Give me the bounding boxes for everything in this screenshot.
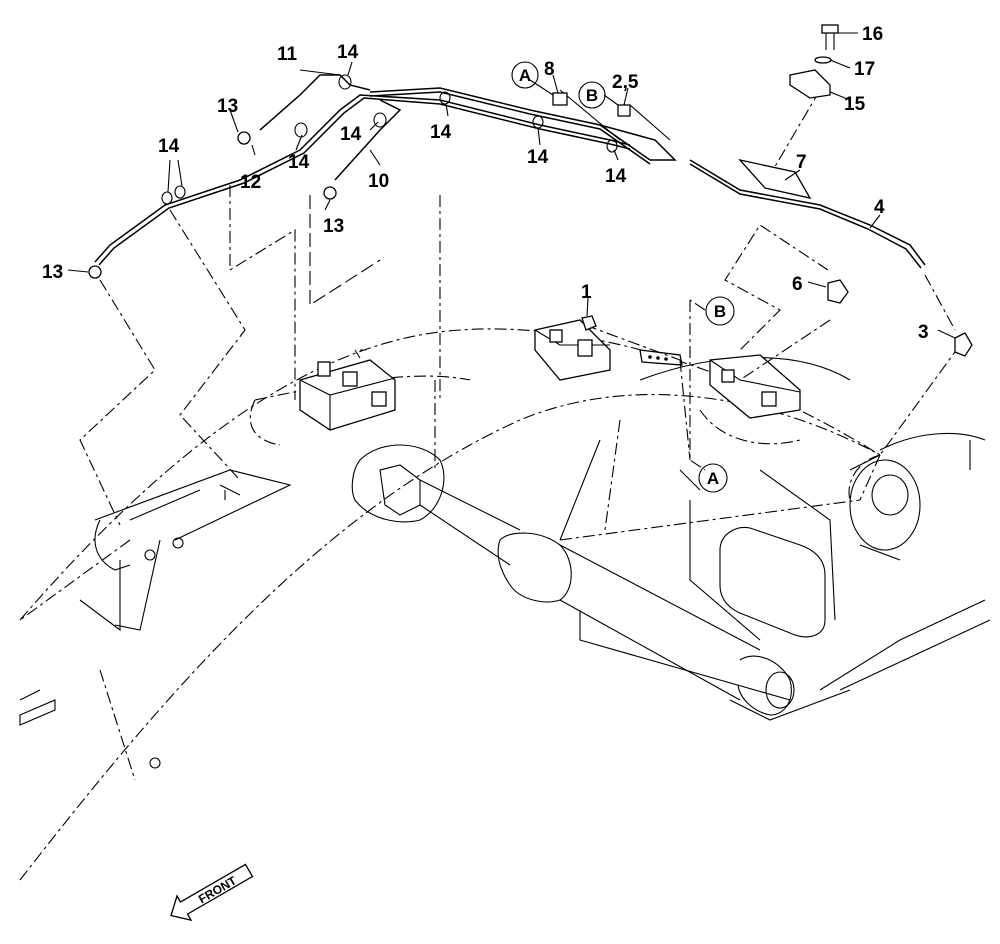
callout-3: 3 [918,322,929,343]
callout-14-c: 14 [340,124,362,145]
clamp-block-center [534,319,683,381]
callout-14-b: 14 [288,152,310,173]
callout-14-g: 14 [158,136,180,157]
ref-b-top: B [586,86,598,105]
callout-14-f: 14 [605,166,627,187]
callout-12: 12 [240,172,261,193]
callout-14-d: 14 [430,122,452,143]
callout-pointers [67,32,956,339]
callout-1: 1 [581,282,592,303]
callout-14-e: 14 [527,147,549,168]
callout-11: 11 [277,44,298,65]
callout-4: 4 [874,197,885,218]
ref-b-mid: B [714,302,726,321]
front-arrow: FRONT [170,863,254,922]
callout-8: 8 [544,59,555,80]
callout-7: 7 [796,152,807,173]
boom-frame [351,357,991,721]
ref-a-top: A [519,66,531,85]
callout-17: 17 [854,59,875,80]
front-label: FRONT [196,873,239,906]
callout-numbers: 16 17 15 11 14 14 14 14 14 14 14 8 2,5 1… [42,24,929,343]
circled-references: A B B A [511,61,735,493]
clamp-block-left [299,349,396,431]
leader-lines [79,89,961,526]
callout-14-a: 14 [337,42,359,63]
callout-13-b: 13 [323,216,344,237]
callout-13-a: 13 [217,96,238,117]
clamp-block-right [709,354,801,419]
callout-15: 15 [844,94,866,115]
callout-6: 6 [792,274,803,295]
boom-foot-bracket [19,469,292,769]
ref-a-low: A [707,469,719,488]
callout-13-c: 13 [42,262,63,283]
fittings [88,24,973,357]
callout-16: 16 [862,24,883,45]
callout-10: 10 [368,171,389,192]
callout-2-5: 2,5 [612,72,639,93]
